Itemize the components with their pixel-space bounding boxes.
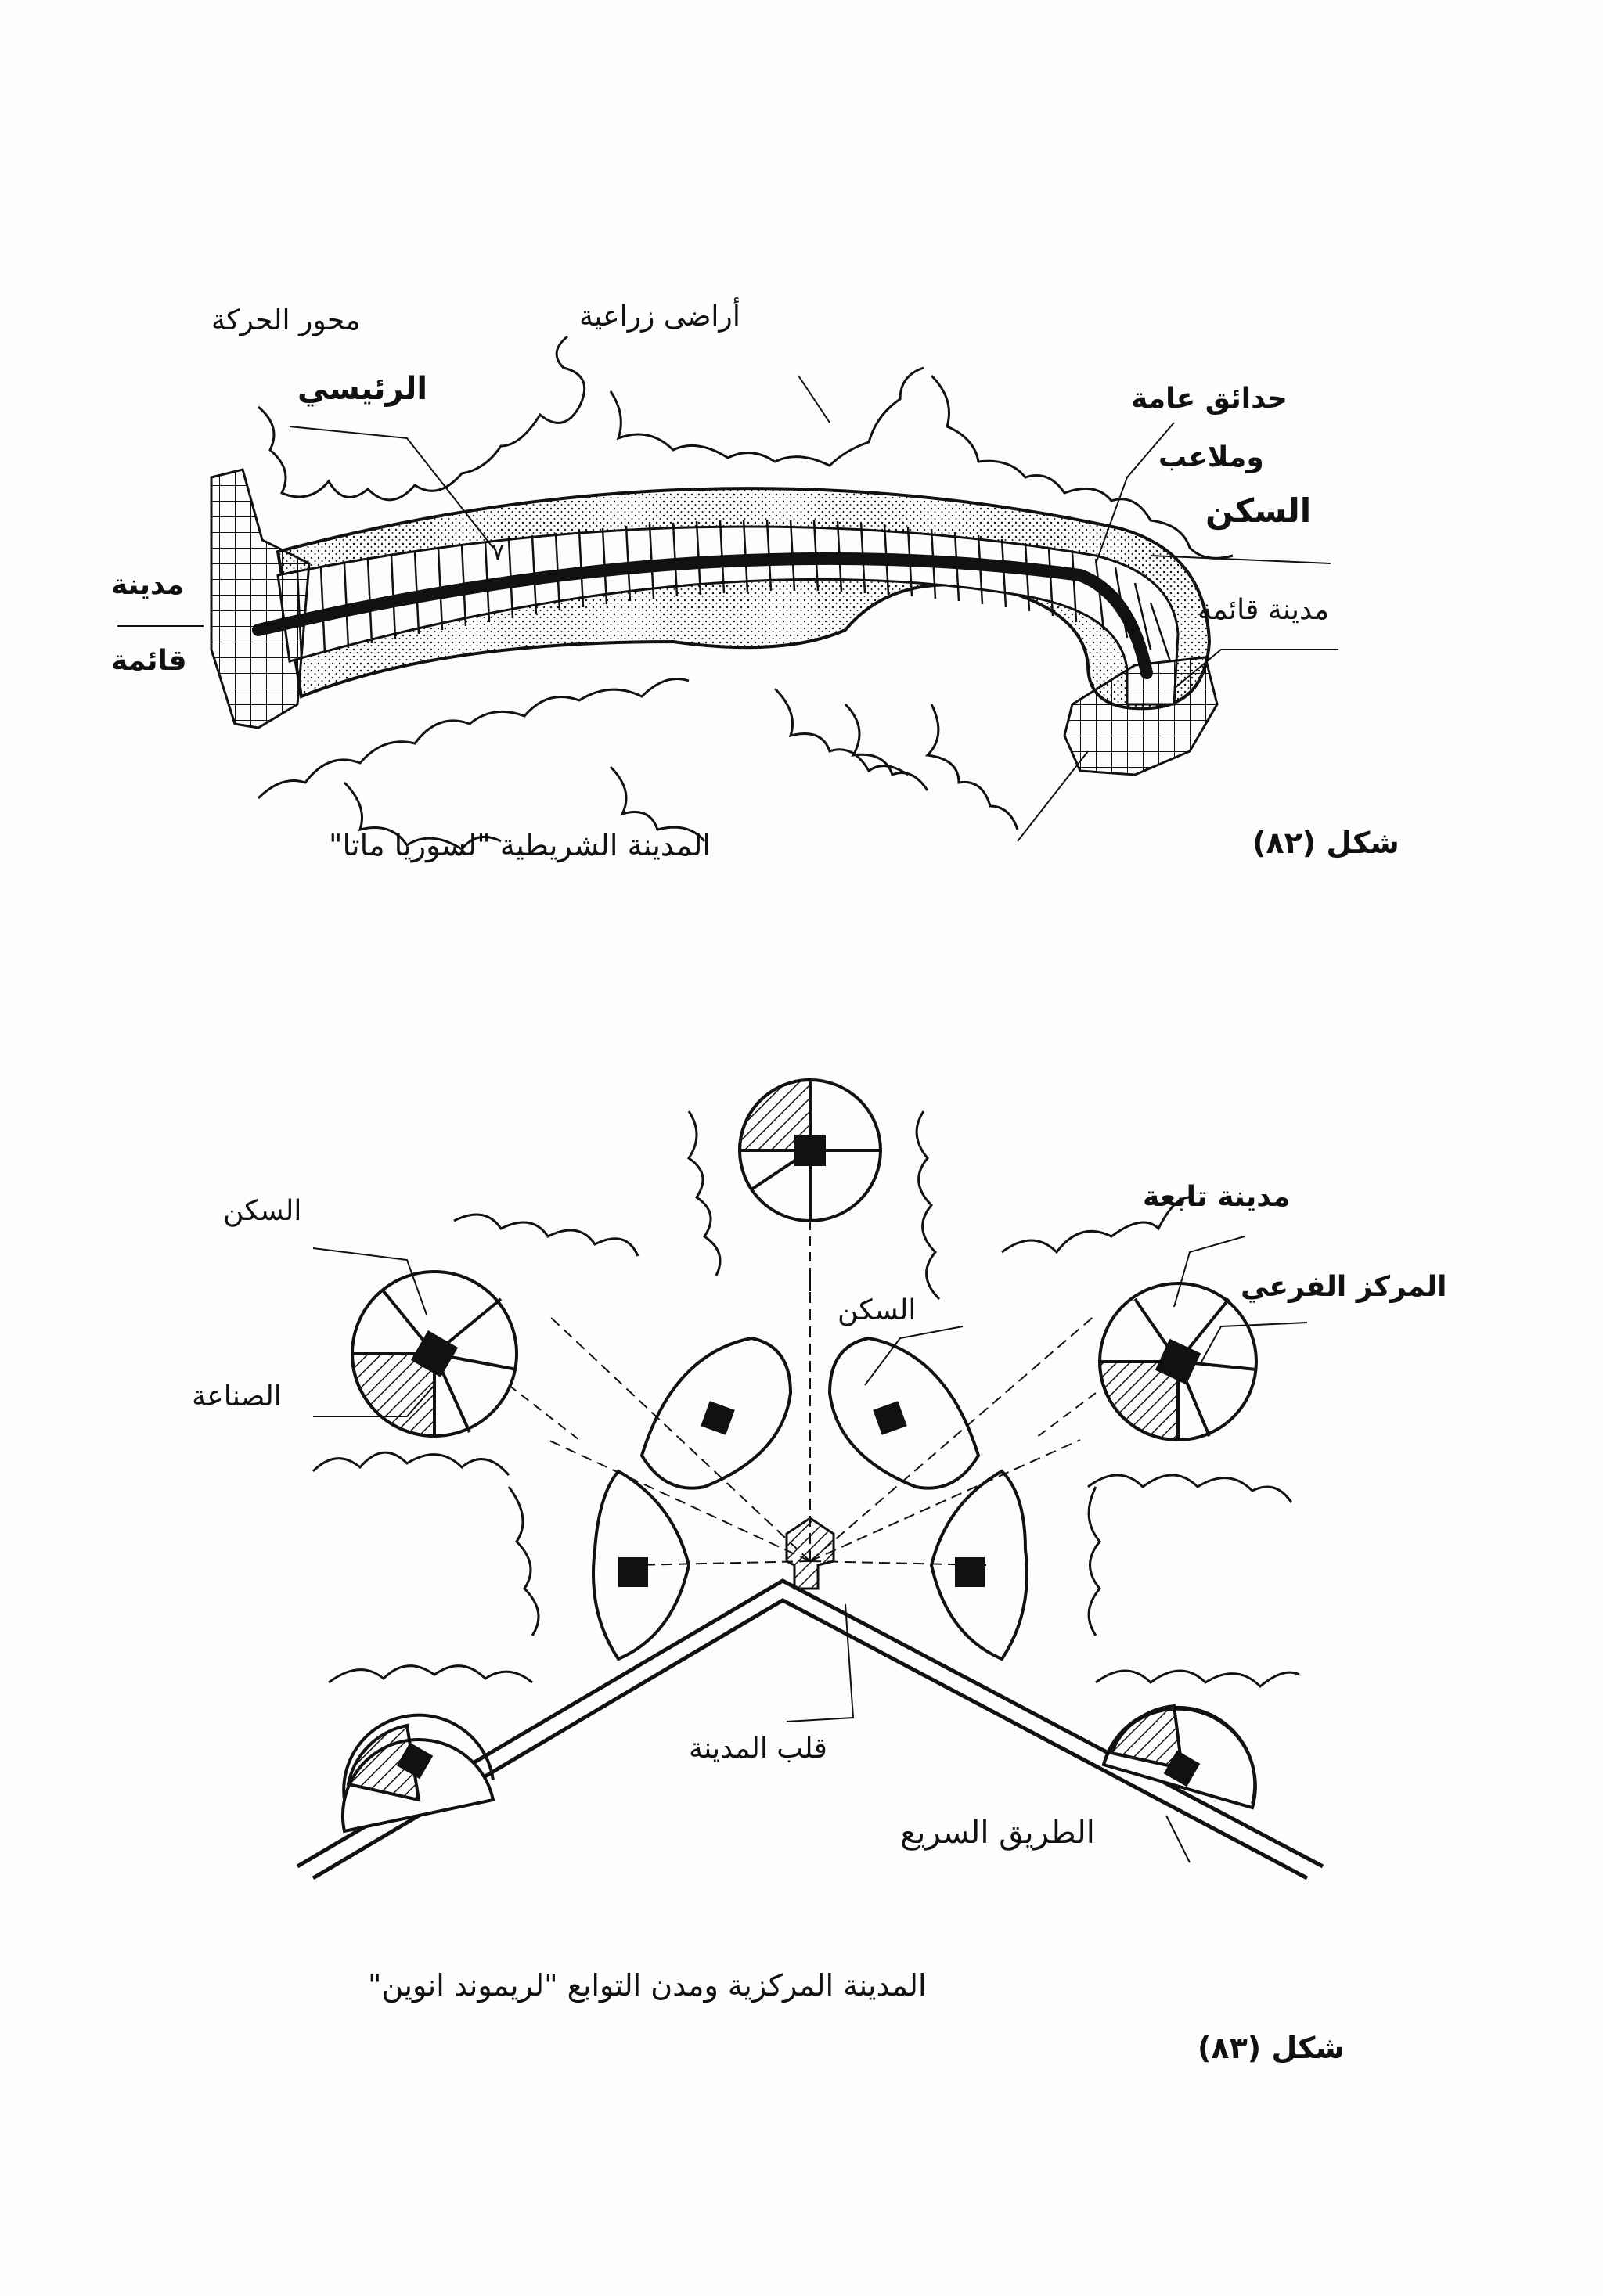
leader-lines-83: [312, 1236, 1308, 1863]
figure-82-linear-city-diagram: [117, 335, 1338, 851]
label-sub-center: المركز الفرعي: [1241, 1271, 1447, 1303]
lobe-centres: [618, 1401, 985, 1587]
leader-lines: [117, 375, 1338, 842]
label-existing-city-right: مدينة قائمة: [1198, 594, 1330, 626]
existing-city-left-grid: [210, 468, 311, 729]
label-housing-center: السكن: [838, 1294, 917, 1326]
label-housing-left: السكن: [223, 1195, 302, 1227]
label-housing-82: السكن: [1205, 491, 1312, 530]
label-agricultural-land: أراضى زراعية: [579, 300, 740, 333]
figure-83-caption: المدينة المركزية ومدن التوابع "لريموند ا…: [368, 1968, 927, 2003]
label-existing-city-left-1: مدينة: [111, 569, 185, 601]
label-city-heart: قلب المدينة: [689, 1733, 827, 1765]
main-movement-axis: [252, 552, 1153, 679]
label-public-gardens: حدائق عامة: [1131, 383, 1288, 415]
label-playgrounds: وملاعب: [1158, 441, 1264, 473]
label-satellite-city: مدينة تابعة: [1143, 1181, 1291, 1213]
figure-82-number: شكل (٨٢): [1252, 826, 1399, 860]
city-heart: [785, 1517, 835, 1590]
label-expressway: الطريق السريع: [900, 1815, 1095, 1851]
figure-82-caption: المدينة الشريطية "لسوريا ماتا": [329, 828, 711, 862]
label-movement-axis-main: الرئيسي: [297, 371, 428, 407]
greenbelt-boundaries: [312, 1110, 1300, 1689]
label-movement-axis: محور الحركة: [211, 304, 361, 336]
figure-83-number: شكل (٨٣): [1198, 2031, 1345, 2065]
label-axis-mark: ٧: [492, 539, 505, 567]
satellite-cities: [340, 1078, 1258, 1834]
figure-83-satellite-cities-diagram: [296, 1078, 1324, 1880]
existing-city-right-grid: [1063, 656, 1219, 776]
label-existing-city-left-2: قائمة: [111, 645, 187, 677]
agricultural-boundaries: [257, 335, 1234, 851]
label-industry: الصناعة: [192, 1380, 282, 1413]
satellite-links: [508, 1221, 1097, 1441]
